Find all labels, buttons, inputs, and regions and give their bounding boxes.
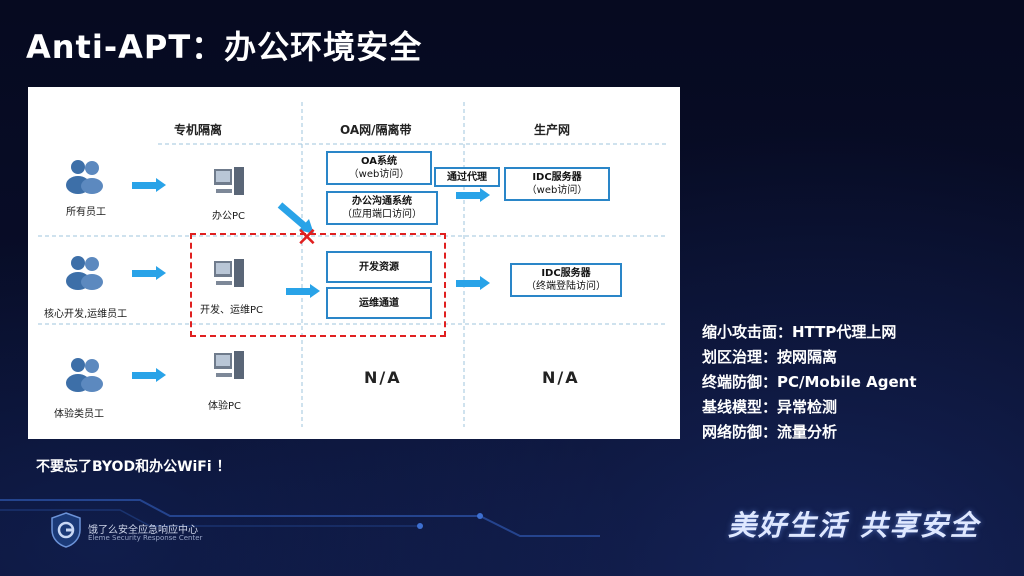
dev-resources-label: 开发资源 (359, 261, 399, 273)
na-production-network: N/A (542, 368, 580, 387)
column-header-production-network: 生产网 (534, 123, 571, 137)
logo-text-cn: 饿了么安全应急响应中心 (88, 525, 198, 536)
slogan: 美好生活 共享安全 (728, 509, 980, 542)
ops-channel-label: 运维通道 (359, 297, 399, 309)
users-icon (66, 160, 103, 194)
arrow-right-icon (286, 284, 320, 298)
dev-ops-isolation-zone (190, 233, 446, 337)
column-header-oa-network: OA网/隔离带 (340, 123, 412, 137)
circuit-decoration (0, 499, 600, 537)
arrow-right-icon (456, 276, 490, 290)
pc-label-dev-ops: 开发、运维PC (200, 305, 264, 316)
arrow-right-icon (132, 178, 166, 192)
proxy-box: 通过代理 (434, 167, 500, 187)
desktop-pc-icon (214, 167, 244, 195)
row-label-experience-staff: 体验类员工 (54, 409, 104, 420)
shield-logo-icon (51, 512, 81, 548)
idc-terminal-box: IDC服务器 （终端登陆访问） (510, 263, 622, 297)
strategy-item: 网络防御：流量分析 (702, 423, 838, 441)
na-oa-network: N/A (364, 368, 402, 387)
oa-system-sub: （web访问） (348, 169, 410, 180)
row-label-core-dev-ops: 核心开发,运维员工 (44, 309, 128, 320)
dev-resources-box: 开发资源 (326, 251, 432, 283)
arrow-right-icon (132, 266, 166, 280)
desktop-pc-icon (214, 259, 244, 287)
column-header-dedicated-isolation: 专机隔离 (174, 123, 223, 137)
desktop-pc-icon (214, 351, 244, 379)
office-comm-sub: （应用端口访问） (342, 209, 422, 220)
idc-terminal-sub: （终端登陆访问） (526, 281, 606, 292)
users-icon (66, 256, 103, 290)
strategy-item: 终端防御：PC/Mobile Agent (702, 373, 917, 391)
row-label-all-staff: 所有员工 (66, 207, 106, 218)
slide-title: Anti-APT：办公环境安全 (26, 28, 423, 66)
pc-label-experience: 体验PC (208, 401, 242, 412)
security-strategy-list: 缩小攻击面：HTTP代理上网 划区治理：按网隔离 终端防御：PC/Mobile … (702, 320, 917, 445)
oa-system-box: OA系统 （web访问） (326, 151, 432, 185)
network-diagram: 专机隔离 OA网/隔离带 生产网 所有员工 办公PC OA系统 （web访问） … (28, 87, 680, 439)
x-icon: ✕ (296, 223, 318, 253)
oa-system-title: OA系统 (361, 156, 397, 167)
strategy-item: 基线模型：异常检测 (702, 398, 838, 416)
byod-wifi-note: 不要忘了BYOD和办公WiFi ！ (36, 459, 231, 475)
strategy-item: 缩小攻击面：HTTP代理上网 (702, 323, 897, 341)
idc-terminal-title: IDC服务器 (541, 268, 591, 279)
idc-web-sub: （web访问） (526, 185, 588, 196)
arrow-right-icon (132, 368, 166, 382)
ops-channel-box: 运维通道 (326, 287, 432, 319)
office-comm-system-box: 办公沟通系统 （应用端口访问） (326, 191, 438, 225)
idc-web-title: IDC服务器 (532, 172, 582, 183)
blocked-arrow (277, 202, 314, 234)
logo-text-en: Eleme Security Response Center (88, 534, 203, 542)
arrow-right-icon (456, 188, 490, 202)
idc-web-box: IDC服务器 （web访问） (504, 167, 610, 201)
users-icon (66, 358, 103, 392)
diagram-gridlines (38, 102, 668, 427)
office-comm-title: 办公沟通系统 (352, 196, 412, 207)
proxy-label: 通过代理 (447, 171, 487, 183)
strategy-item: 划区治理：按网隔离 (702, 348, 838, 366)
pc-label-office: 办公PC (212, 211, 246, 222)
